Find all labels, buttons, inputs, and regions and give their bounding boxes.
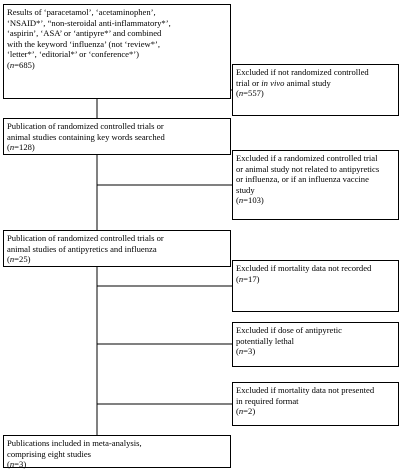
box-text-line: (n=25) [7, 254, 227, 265]
box-text: ( [236, 273, 239, 284]
box-text: ‘NSAID*’, “non-steroidal anti-inflammato… [7, 17, 171, 28]
box-text: =128) [14, 142, 35, 152]
box-text-line: Excluded if dose of antipyretic [236, 325, 395, 336]
publication-antipyretics-box: Publication of randomized controlled tri… [3, 230, 231, 267]
box-text-line: (n=2) [236, 406, 395, 417]
italic-text: n [238, 346, 244, 356]
box-text: Publications included in meta-analysis, [7, 438, 142, 448]
box-text: ( [7, 254, 10, 264]
results-box: Results of ‘paracetamol’, ‘acetaminophen… [3, 4, 231, 99]
box-text: Publication of randomized controlled tri… [7, 233, 164, 243]
box-text: in required format [236, 395, 299, 406]
box-text: Excluded if a randomized controlled tria… [236, 153, 378, 163]
box-text: =17) [243, 273, 260, 284]
box-text-line: (n=685) [7, 60, 227, 71]
box-text: animal studies containing key words sear… [7, 131, 165, 142]
box-text: comprising eight studies [7, 448, 92, 459]
italic-text: in vivo [261, 77, 285, 88]
box-text-line: or animal study not related to antipyret… [236, 164, 395, 175]
box-text: ( [7, 459, 10, 469]
box-text: =3) [14, 459, 27, 469]
box-text: animal studies of antipyretics and influ… [7, 243, 157, 254]
publication-rct-box: Publication of randomized controlled tri… [3, 118, 231, 155]
excluded-format-box: Excluded if mortality data not presented… [232, 382, 399, 426]
box-text-line: Results of ‘paracetamol’, ‘acetaminophen… [7, 7, 227, 18]
final-included-box: Publications included in meta-analysis,c… [3, 435, 231, 470]
box-text: Excluded if mortality data not presented [236, 385, 375, 395]
box-text-line: Publications included in meta-analysis, [7, 438, 227, 449]
box-text: =2) [243, 406, 256, 416]
box-text: ( [236, 195, 239, 205]
box-text-line: (n=557) [236, 88, 395, 99]
box-text-line: trial or in vivo animal study [236, 78, 395, 89]
box-text: with the keyword ‘influenza’ (not ‘revie… [7, 38, 161, 49]
box-text-line: ‘aspirin’, ‘ASA’ or ‘antipyre*’ and comb… [7, 28, 227, 39]
box-text: ( [7, 59, 10, 70]
box-text-line: (n=128) [7, 142, 227, 153]
box-text: ‘aspirin’, ‘ASA’ or ‘antipyre*’ and comb… [7, 28, 162, 38]
excluded-mortality-box: Excluded if mortality data not recorded(… [232, 260, 399, 312]
box-text: ‘letter*’, ‘editorial*’ or ‘conference*’… [7, 49, 140, 59]
box-text: Excluded if not randomized controlled [236, 67, 369, 77]
box-text-line: (n=3) [7, 459, 227, 470]
box-text-line: with the keyword ‘influenza’ (not ‘revie… [7, 39, 227, 50]
box-text-line: potentially lethal [236, 336, 395, 347]
box-text-line: comprising eight studies [7, 449, 227, 460]
box-text: ( [236, 346, 239, 356]
box-text-line: Publication of randomized controlled tri… [7, 121, 227, 132]
excluded-not-related-box: Excluded if a randomized controlled tria… [232, 150, 399, 220]
box-text: ( [236, 88, 239, 98]
box-text-line: in required format [236, 396, 395, 407]
box-text: ( [7, 142, 10, 152]
box-text-line: animal studies of antipyretics and influ… [7, 244, 227, 255]
box-text-line: study [236, 185, 395, 196]
box-text-line: Excluded if mortality data not presented [236, 385, 395, 396]
box-text: Excluded if dose of antipyretic [236, 325, 342, 335]
box-text: =103) [243, 195, 264, 205]
box-text-line: (n=17) [236, 274, 395, 285]
italic-text: n [9, 254, 15, 264]
box-text-line: Excluded if mortality data not recorded [236, 263, 395, 274]
box-text: study [236, 184, 255, 195]
box-text-line: Excluded if not randomized controlled [236, 67, 395, 78]
box-text-line: ‘NSAID*’, “non-steroidal anti-inflammato… [7, 18, 227, 29]
italic-text: n [9, 142, 15, 152]
box-text: Results of ‘paracetamol’, ‘acetaminophen… [7, 7, 156, 17]
box-text-line: or influenza, or if an influenza vaccine [236, 174, 395, 185]
box-text: or animal study not related to antipyret… [236, 163, 380, 174]
box-text-line: ‘letter*’, ‘editorial*’ or ‘conference*’… [7, 49, 227, 60]
italic-text: n [9, 59, 15, 70]
box-text-line: (n=103) [236, 195, 395, 206]
box-text: animal study [284, 77, 331, 88]
italic-text: n [238, 406, 244, 416]
italic-text: n [9, 459, 15, 469]
box-text-line: (n=3) [236, 346, 395, 357]
box-text: Publication of randomized controlled tri… [7, 121, 164, 131]
box-text: potentially lethal [236, 335, 294, 346]
box-text-line: Excluded if a randomized controlled tria… [236, 153, 395, 164]
box-text: =685) [14, 59, 35, 70]
box-text: =557) [243, 88, 264, 98]
box-text: ( [236, 406, 239, 416]
italic-text: n [238, 88, 244, 98]
box-text-line: Publication of randomized controlled tri… [7, 233, 227, 244]
box-text: =3) [243, 346, 256, 356]
box-text: or influenza, or if an influenza vaccine [236, 174, 369, 184]
box-text: =25) [14, 254, 31, 264]
box-text: Excluded if mortality data not recorded [236, 263, 372, 273]
italic-text: n [238, 273, 244, 284]
box-text: trial or [236, 77, 262, 88]
italic-text: n [238, 195, 244, 205]
box-text-line: animal studies containing key words sear… [7, 132, 227, 143]
